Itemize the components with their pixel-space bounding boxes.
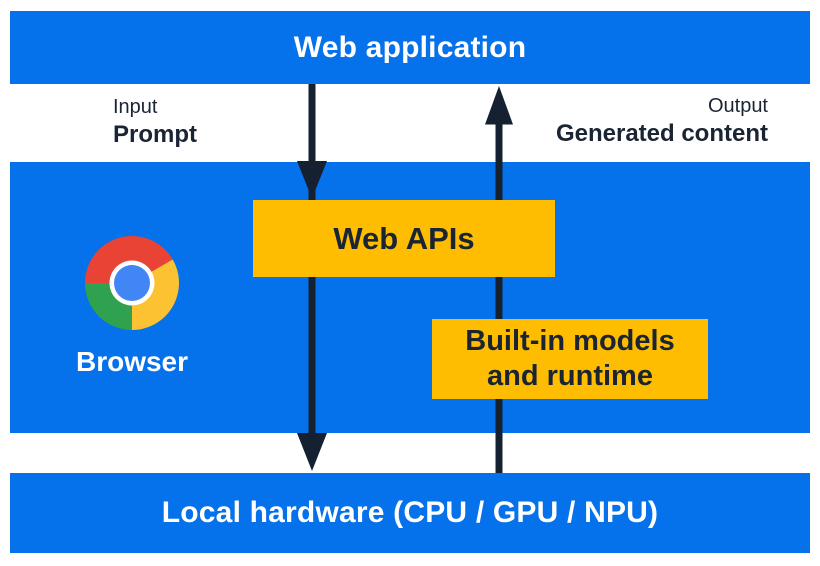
local-hardware-label: Local hardware (CPU / GPU / NPU) bbox=[161, 496, 659, 529]
web-application-label: Web application bbox=[293, 30, 527, 64]
input-caption: Input bbox=[113, 96, 158, 118]
browser-label: Browser bbox=[75, 346, 189, 377]
chrome-icon-blue-center bbox=[114, 265, 150, 301]
web-apis-label: Web APIs bbox=[333, 220, 475, 256]
output-value-generated-content: Generated content bbox=[555, 120, 768, 147]
local-hardware-bar: Local hardware (CPU / GPU / NPU) bbox=[10, 473, 810, 553]
builtin-models-label-line2: and runtime bbox=[487, 360, 653, 392]
input-value-prompt: Prompt bbox=[113, 121, 197, 148]
browser-group: Browser bbox=[62, 236, 202, 378]
builtin-models-label-line1: Built-in models bbox=[465, 325, 675, 357]
output-label-group: Output Generated content bbox=[556, 93, 768, 148]
chrome-icon bbox=[85, 236, 179, 330]
builtin-models-box: Built-in models and runtime bbox=[432, 319, 708, 399]
down-arrowhead-into-local-hardware bbox=[297, 433, 327, 471]
up-arrowhead-into-web-application bbox=[485, 86, 513, 125]
output-caption: Output bbox=[707, 95, 768, 117]
web-apis-box: Web APIs bbox=[253, 200, 555, 277]
input-label-group: Input Prompt bbox=[113, 94, 197, 149]
web-application-bar: Web application bbox=[10, 11, 810, 84]
